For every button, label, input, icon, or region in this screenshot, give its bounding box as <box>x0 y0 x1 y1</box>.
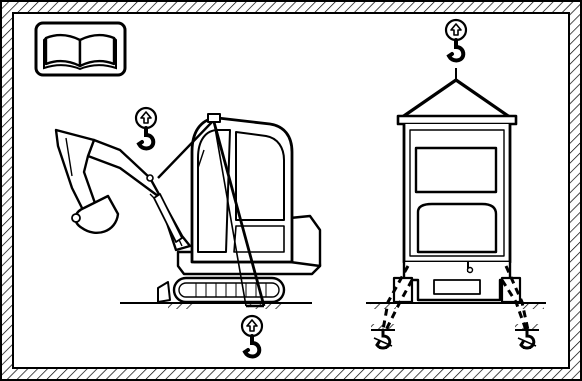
excavator-front-view <box>366 68 546 330</box>
ground-anchor-icon <box>371 324 395 348</box>
crane-hook-icon <box>446 20 466 61</box>
ground-anchor-icon <box>515 324 539 348</box>
open-book-icon <box>36 23 125 75</box>
crane-hook-icon <box>242 316 262 357</box>
excavator-side-view <box>56 114 320 309</box>
crane-hook-icon <box>136 108 156 149</box>
